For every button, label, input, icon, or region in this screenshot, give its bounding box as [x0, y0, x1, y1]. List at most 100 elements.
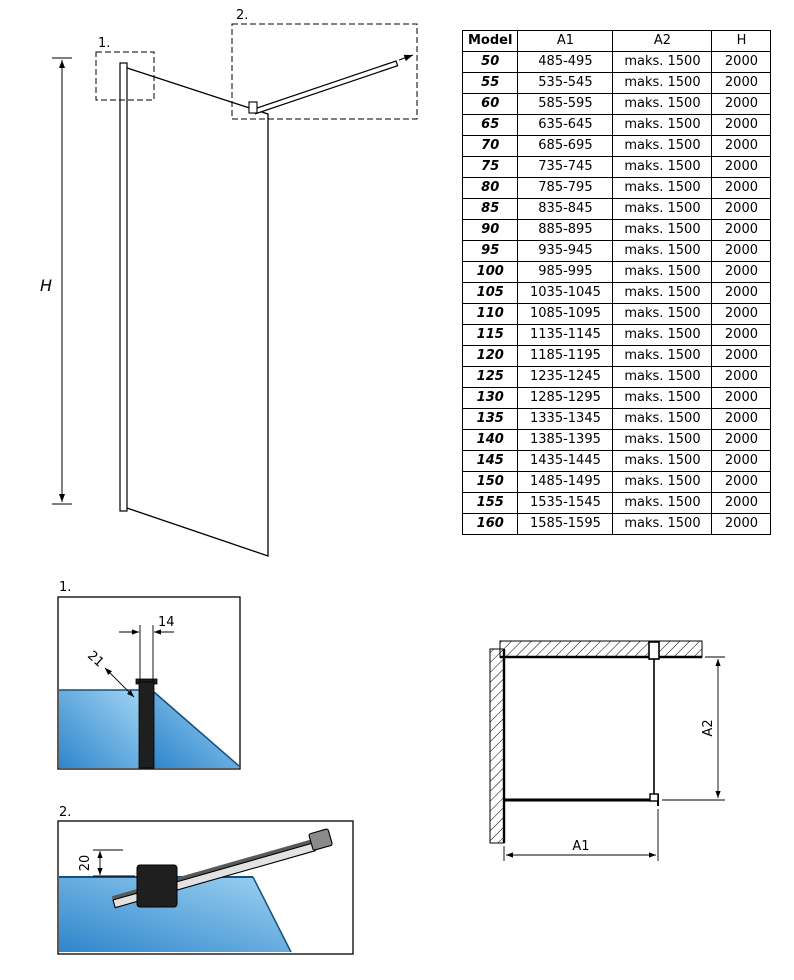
bar-wall-bracket-plan: [648, 641, 660, 660]
h-cell: 2000: [711, 408, 772, 430]
h-cell: 2000: [711, 135, 772, 157]
a1-cell: 785-795: [517, 177, 614, 199]
model-cell: 80: [461, 177, 519, 199]
model-cell: 55: [461, 72, 519, 94]
a1-cell: 735-745: [517, 156, 614, 178]
a2-cell: maks. 1500: [612, 177, 713, 199]
a1-cell: 1435-1445: [517, 450, 614, 472]
a1-cell: 1285-1295: [517, 387, 614, 409]
model-cell: 110: [461, 303, 519, 325]
glass-pane-right-edge: [153, 691, 240, 767]
dimension-14-label: 14: [158, 615, 175, 630]
dimension-20: [93, 849, 135, 877]
a1-cell: 1235-1245: [517, 366, 614, 388]
h-cell: 2000: [711, 324, 772, 346]
model-cell: 160: [461, 513, 519, 535]
model-cell: 145: [461, 450, 519, 472]
dimension-21-line: [104, 667, 135, 698]
top-wall: [499, 640, 703, 659]
dimension-a2: [662, 656, 725, 801]
a2-cell: maks. 1500: [612, 72, 713, 94]
a1-cell: 835-845: [517, 198, 614, 220]
a2-cell: maks. 1500: [612, 303, 713, 325]
h-cell: 2000: [711, 93, 772, 115]
a1-cell: 585-595: [517, 93, 614, 115]
detail-2-drawing: 2. 20: [57, 805, 354, 955]
a2-cell: maks. 1500: [612, 135, 713, 157]
header-model: Model: [461, 30, 519, 52]
dimension-a2-label: A2: [701, 719, 716, 736]
header-h: H: [711, 30, 772, 52]
h-cell: 2000: [711, 261, 772, 283]
a2-cell: maks. 1500: [612, 261, 713, 283]
support-bar-end-block: [308, 828, 333, 851]
h-cell: 2000: [711, 114, 772, 136]
model-cell: 50: [461, 51, 519, 73]
h-cell: 2000: [711, 429, 772, 451]
a2-cell: maks. 1500: [612, 387, 713, 409]
h-cell: 2000: [711, 198, 772, 220]
dimension-14: [119, 625, 174, 681]
model-cell: 115: [461, 324, 519, 346]
a2-cell: maks. 1500: [612, 492, 713, 514]
glass-panel-outline: [123, 66, 269, 557]
a1-cell: 485-495: [517, 51, 614, 73]
a2-cell: maks. 1500: [612, 513, 713, 535]
model-cell: 155: [461, 492, 519, 514]
header-a1: A1: [517, 30, 614, 52]
callout-2-label: 2.: [236, 8, 248, 23]
h-cell: 2000: [711, 51, 772, 73]
h-cell: 2000: [711, 72, 772, 94]
model-cell: 125: [461, 366, 519, 388]
model-cell: 95: [461, 240, 519, 262]
a2-cell: maks. 1500: [612, 471, 713, 493]
a2-cell: maks. 1500: [612, 450, 713, 472]
h-dimension: [52, 57, 72, 505]
dimension-20-label: 20: [78, 855, 93, 872]
model-cell: 75: [461, 156, 519, 178]
a1-cell: 1585-1595: [517, 513, 614, 535]
spec-table-header-row: Model A1 A2 H: [461, 30, 772, 52]
h-cell: 2000: [711, 240, 772, 262]
model-cell: 130: [461, 387, 519, 409]
model-cell: 60: [461, 93, 519, 115]
callout-2: 2.: [231, 8, 418, 120]
h-cell: 2000: [711, 156, 772, 178]
model-cell: 150: [461, 471, 519, 493]
model-cell: 65: [461, 114, 519, 136]
h-cell: 2000: [711, 366, 772, 388]
h-cell: 2000: [711, 450, 772, 472]
a2-cell: maks. 1500: [612, 408, 713, 430]
a1-cell: 685-695: [517, 135, 614, 157]
a2-cell: maks. 1500: [612, 93, 713, 115]
model-cell: 135: [461, 408, 519, 430]
a1-cell: 1135-1145: [517, 324, 614, 346]
a1-cell: 535-545: [517, 72, 614, 94]
model-cell: 100: [461, 261, 519, 283]
h-cell: 2000: [711, 177, 772, 199]
h-cell: 2000: [711, 513, 772, 535]
dimension-a1-label: A1: [572, 839, 589, 854]
callout-1-box: [95, 51, 155, 101]
bar-glass-bracket: [248, 101, 258, 114]
a2-cell: maks. 1500: [612, 198, 713, 220]
model-cell: 90: [461, 219, 519, 241]
a2-cell: maks. 1500: [612, 345, 713, 367]
plan-view-drawing: A2 A1: [489, 640, 725, 861]
glass-clamp-block: [136, 864, 178, 908]
a1-cell: 1385-1395: [517, 429, 614, 451]
a2-cell: maks. 1500: [612, 282, 713, 304]
